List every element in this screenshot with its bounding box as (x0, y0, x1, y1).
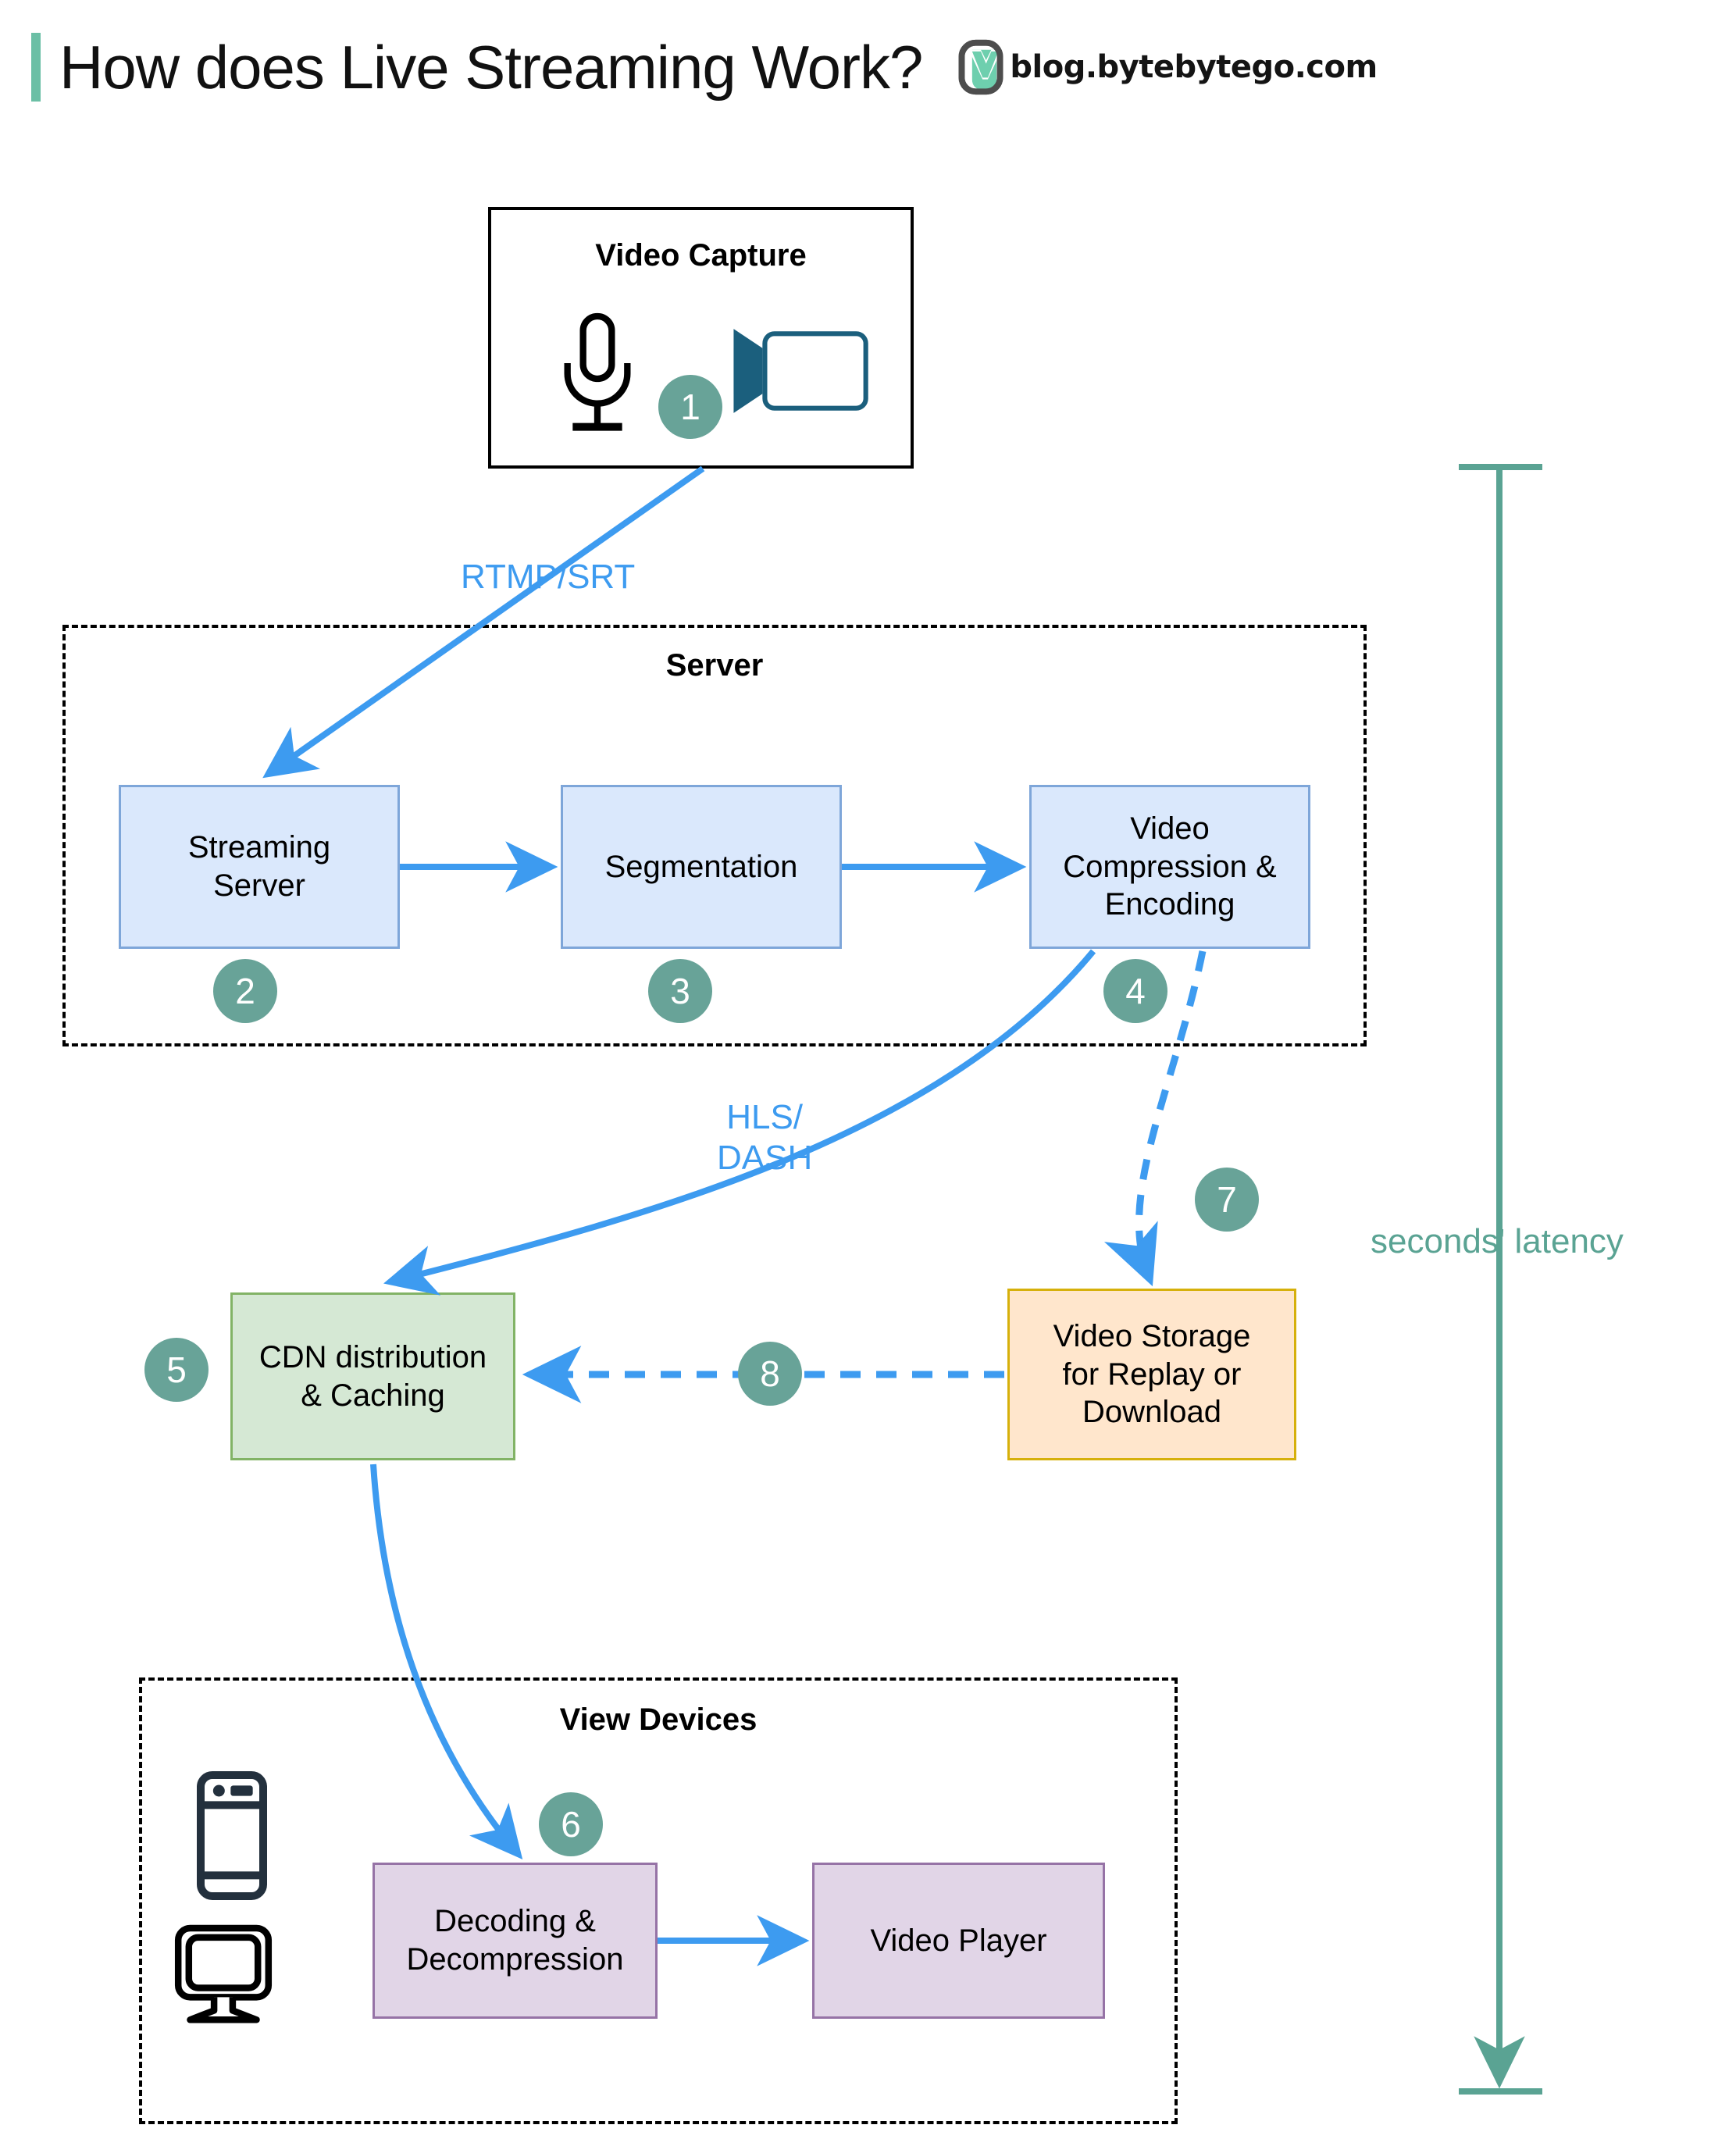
node-video-player[interactable]: Video Player (812, 1863, 1105, 2019)
brand-label: blog.bytebytego.com (1010, 49, 1378, 85)
bytebytego-logo-icon (958, 39, 1003, 95)
brand: blog.bytebytego.com (958, 39, 1378, 95)
step-badge-8: 8 (738, 1342, 802, 1406)
node-segmentation-label: Segmentation (604, 849, 798, 884)
microphone-icon (564, 312, 631, 431)
node-segmentation[interactable]: Segmentation (561, 785, 842, 949)
desktop-monitor-icon (174, 1924, 273, 2023)
step-badge-5: 5 (144, 1338, 209, 1402)
page-header: How does Live Streaming Work? blog.byteb… (31, 33, 1378, 102)
title-accent-bar (31, 33, 41, 102)
step-badge-6: 6 (539, 1792, 603, 1856)
node-video-storage-label: Video Storage for Replay or Download (1053, 1318, 1251, 1430)
node-streaming-server-label: Streaming Server (187, 830, 331, 903)
node-decoding-label: Decoding & Decompression (406, 1904, 624, 1977)
node-cdn[interactable]: CDN distribution & Caching (230, 1292, 515, 1460)
node-cdn-label: CDN distribution & Caching (258, 1339, 487, 1413)
node-streaming-server[interactable]: Streaming Server (119, 785, 400, 949)
step-badge-3: 3 (648, 959, 712, 1023)
view-devices-group (139, 1677, 1178, 2124)
smartphone-icon (197, 1771, 267, 1900)
latency-label: seconds' latency (1371, 1222, 1624, 1260)
node-video-compression-label: Video Compression & Encoding (1063, 811, 1277, 922)
node-decoding[interactable]: Decoding & Decompression (373, 1863, 658, 2019)
view-devices-group-title: View Devices (559, 1702, 757, 1737)
node-video-compression[interactable]: Video Compression & Encoding (1029, 785, 1310, 949)
node-video-storage[interactable]: Video Storage for Replay or Download (1007, 1289, 1296, 1460)
step-badge-2: 2 (213, 959, 277, 1023)
page-title: How does Live Streaming Work? (59, 33, 923, 102)
edge-label-rtmp-srt: RTMP/SRT (461, 558, 636, 596)
video-camera-icon (733, 329, 868, 413)
node-video-player-label: Video Player (870, 1923, 1047, 1958)
step-badge-7: 7 (1195, 1168, 1259, 1232)
step-badge-1: 1 (658, 375, 722, 439)
step-badge-4: 4 (1103, 959, 1167, 1023)
edge-label-hls-dash: HLS/ DASH (717, 1098, 813, 1177)
server-group-title: Server (665, 648, 764, 683)
video-capture-title: Video Capture (595, 238, 807, 273)
